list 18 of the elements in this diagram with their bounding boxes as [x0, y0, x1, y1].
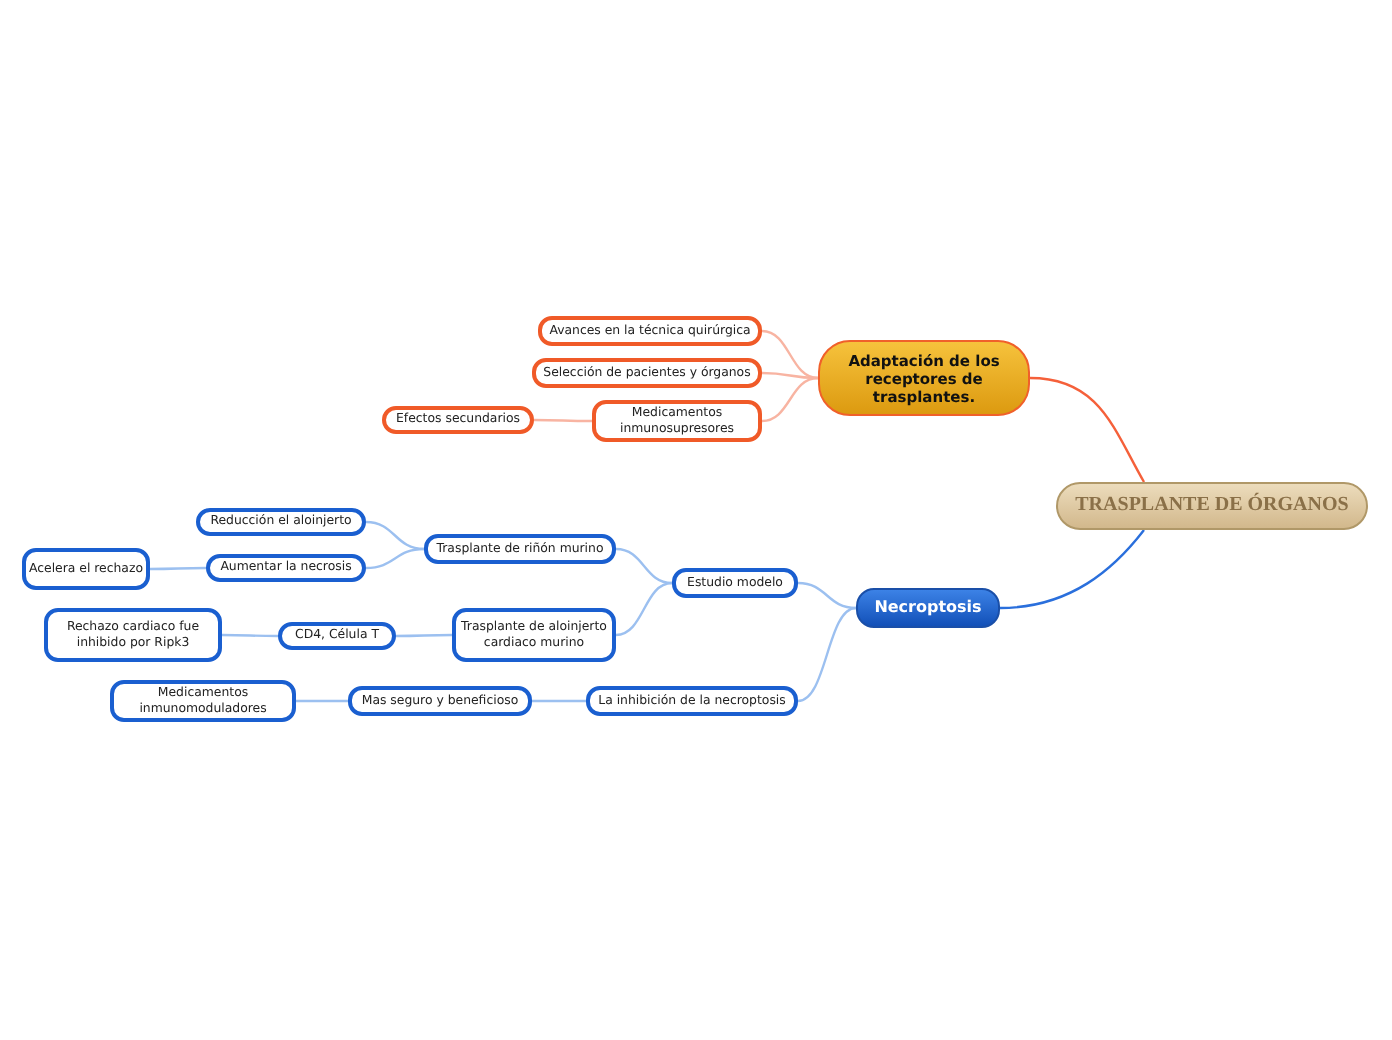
connector [365, 520, 425, 551]
connector [296, 699, 348, 703]
connector [222, 633, 278, 638]
connector [365, 547, 425, 570]
connector [797, 606, 857, 703]
connector [797, 581, 857, 610]
connector [534, 418, 592, 423]
central-topic: TRASPLANTE DE ÓRGANOS [1056, 482, 1368, 530]
connector [396, 633, 452, 638]
connector [150, 566, 206, 571]
connector [999, 529, 1145, 610]
connector [761, 329, 819, 380]
connector [532, 699, 586, 703]
connector [615, 581, 673, 637]
connector [761, 376, 819, 423]
connector [615, 547, 673, 585]
main-topic: Necroptosis [856, 588, 1000, 628]
connector [1029, 376, 1146, 483]
